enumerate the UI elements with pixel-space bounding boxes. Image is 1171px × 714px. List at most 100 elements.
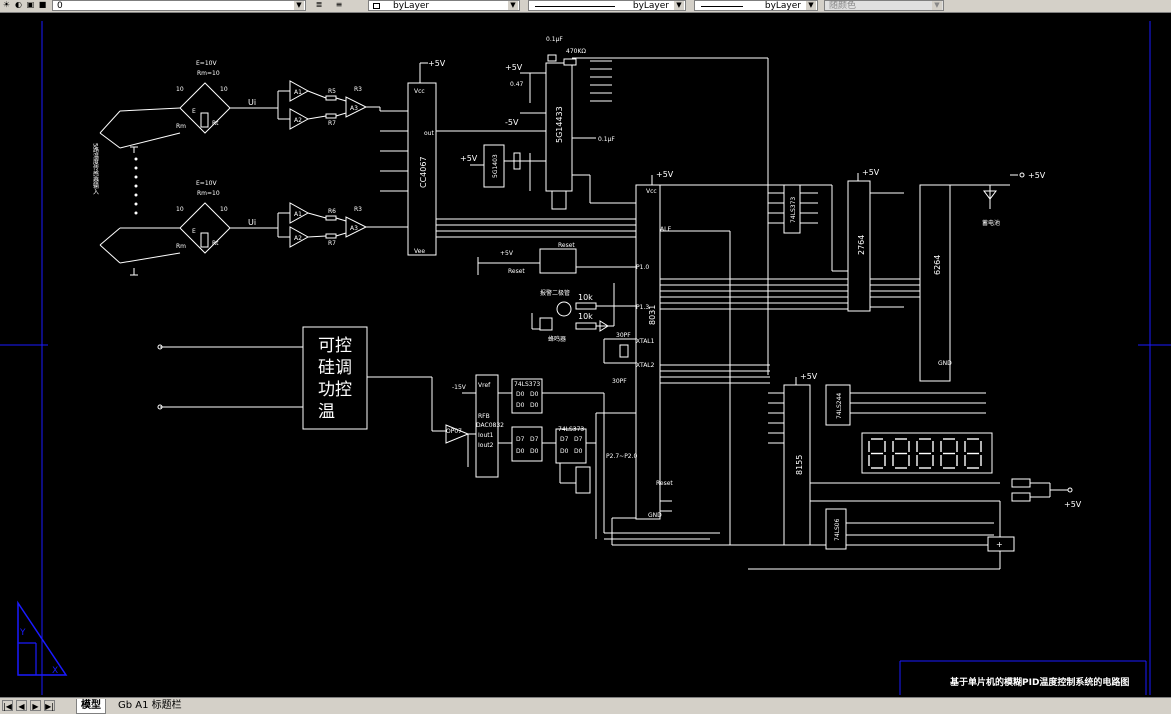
svg-text:E: E xyxy=(192,108,196,115)
svg-text:蓄电池: 蓄电池 xyxy=(982,219,1000,227)
svg-text:R3: R3 xyxy=(354,86,362,93)
svg-text:E: E xyxy=(192,228,196,235)
sun-icon[interactable]: ◐ xyxy=(15,0,22,9)
svg-text:+5V: +5V xyxy=(460,154,478,163)
chevron-down-icon[interactable]: ▼ xyxy=(674,1,684,10)
svg-text:8155: 8155 xyxy=(795,455,804,475)
svg-text:Vref: Vref xyxy=(478,382,491,389)
svg-text:74LS373: 74LS373 xyxy=(790,197,797,223)
svg-text:Reset: Reset xyxy=(558,242,575,249)
svg-text:10: 10 xyxy=(220,86,228,93)
scr-power-control: 可控 硅调 功控 温 xyxy=(157,326,433,431)
svg-text:+5V: +5V xyxy=(500,250,514,257)
sensor-channel-dots xyxy=(130,146,138,276)
svg-text:D0: D0 xyxy=(530,402,539,409)
svg-text:A3: A3 xyxy=(350,225,358,232)
tab-model[interactable]: 模型 xyxy=(76,699,106,714)
adc-5g14433: 5G14433 0.1μF 470KΩ +5V -5V 0.47 0.1μF xyxy=(505,36,769,375)
ucs-axis-icon: Y X xyxy=(17,600,68,676)
lineweight-dropdown[interactable]: byLayer ▼ xyxy=(694,0,818,11)
ram-6264: 6264 GND +5V 蓄电池 xyxy=(919,171,1046,382)
svg-text:报警二极管: 报警二极管 xyxy=(540,289,570,297)
svg-text:10k: 10k xyxy=(578,293,593,302)
properties-toolbar: ☀ ◐ ▣ ■ 0 ▼ ≣ ≡ byLayer ▼ byLayer ▼ byLa… xyxy=(0,0,1171,13)
color-dropdown[interactable]: byLayer ▼ xyxy=(368,0,520,11)
drawing-canvas[interactable]: 基于单片机的模糊PID温度控制系统的电路图 Y X E=10V Rm=10 10… xyxy=(0,13,1171,697)
svg-text:6264: 6264 xyxy=(933,255,942,275)
svg-text:R7: R7 xyxy=(328,240,336,247)
amplifier-stage-top: A1 A2 A3 R5 R7 R3 xyxy=(277,80,408,130)
svg-text:可控: 可控 xyxy=(318,336,352,356)
amplifier-stage-bottom: A1 A2 A3 R6 R7 R3 xyxy=(277,202,408,248)
reference-5g1403: 5G1403 +5V xyxy=(460,144,546,191)
svg-text:+5V: +5V xyxy=(1028,171,1046,180)
sensor-bridge-bottom: E=10V Rm=10 10 10 Rm Rt E Ui xyxy=(99,180,278,264)
color-swatch-icon xyxy=(373,3,380,9)
lightbulb-icon[interactable]: ☀ xyxy=(2,0,11,9)
svg-text:10: 10 xyxy=(220,206,228,213)
svg-text:470KΩ: 470KΩ xyxy=(566,48,586,55)
svg-text:蜂鸣器: 蜂鸣器 xyxy=(548,335,566,343)
first-tab-icon[interactable]: |◀ xyxy=(2,700,13,711)
prev-tab-icon[interactable]: ◀ xyxy=(16,700,27,711)
tab-layout-gb-a1[interactable]: Gb A1 标题栏 xyxy=(118,700,182,711)
svg-text:74LS06: 74LS06 xyxy=(834,518,841,541)
svg-text:P2.7~P2.0: P2.7~P2.0 xyxy=(606,453,638,460)
svg-text:Rm: Rm xyxy=(176,123,186,130)
color-value: byLayer xyxy=(393,1,430,11)
svg-text:OP07: OP07 xyxy=(446,428,462,435)
svg-text:R6: R6 xyxy=(328,208,336,215)
drawing-frame xyxy=(0,21,1171,695)
plotstyle-dropdown: 随颜色 ▼ xyxy=(824,0,944,11)
svg-text:+5V: +5V xyxy=(800,372,818,381)
svg-text:D0: D0 xyxy=(530,391,539,398)
chevron-down-icon[interactable]: ▼ xyxy=(294,1,304,10)
seven-segment-digit xyxy=(892,438,910,469)
svg-text:+5V: +5V xyxy=(862,168,880,177)
chevron-down-icon[interactable]: ▼ xyxy=(508,1,518,10)
svg-text:Rt: Rt xyxy=(212,240,219,247)
svg-text:+5V: +5V xyxy=(1064,500,1082,509)
svg-text:Y: Y xyxy=(19,628,26,638)
sensor-input-label: 5路温度传感器输入 xyxy=(92,143,99,195)
seven-segment-digit xyxy=(940,438,958,469)
layer-dropdown[interactable]: 0 ▼ xyxy=(52,0,306,11)
svg-text:out: out xyxy=(424,130,434,137)
svg-text:0.1μF: 0.1μF xyxy=(546,36,563,43)
svg-text:E=10V: E=10V xyxy=(196,60,217,67)
svg-text:5G14433: 5G14433 xyxy=(555,106,564,143)
svg-text:74LS373: 74LS373 xyxy=(558,426,584,433)
svg-text:0.1μF: 0.1μF xyxy=(598,136,615,143)
color-square-icon[interactable]: ■ xyxy=(38,0,47,9)
linetype-dropdown[interactable]: byLayer ▼ xyxy=(528,0,686,11)
lock-icon[interactable]: ▣ xyxy=(26,0,35,9)
linetype-value: byLayer xyxy=(632,1,669,11)
chevron-down-icon[interactable]: ▼ xyxy=(806,1,816,10)
svg-text:10: 10 xyxy=(176,86,184,93)
svg-text:XTAL2: XTAL2 xyxy=(636,362,655,369)
svg-text:Rm=10: Rm=10 xyxy=(197,70,220,77)
svg-text:2764: 2764 xyxy=(857,235,866,255)
svg-text:5G1403: 5G1403 xyxy=(492,154,499,178)
svg-text:D7: D7 xyxy=(560,436,569,443)
svg-text:D7: D7 xyxy=(530,436,539,443)
layer-manager-icon[interactable]: ≣ xyxy=(315,0,323,9)
svg-text:GND: GND xyxy=(648,512,662,519)
next-tab-icon[interactable]: ▶ xyxy=(30,700,41,711)
svg-text:74LS244: 74LS244 xyxy=(836,393,843,419)
svg-text:+5V: +5V xyxy=(428,59,446,68)
last-tab-icon[interactable]: ▶| xyxy=(44,700,55,711)
mux-cc4067: CC4067 Vcc Vee out +5V xyxy=(380,59,636,256)
layer-states-icon[interactable]: ≡ xyxy=(335,0,343,9)
svg-text:Ui: Ui xyxy=(248,98,256,107)
svg-text:D0: D0 xyxy=(516,448,525,455)
svg-text:D0: D0 xyxy=(560,448,569,455)
seven-segment-digit xyxy=(916,438,934,469)
plotstyle-value: 随颜色 xyxy=(829,1,857,11)
svg-text:Vcc: Vcc xyxy=(646,188,657,195)
sensor-bridge-top: E=10V Rm=10 10 10 Rm Rt E Ui xyxy=(99,60,278,149)
seven-segment-digit xyxy=(964,438,982,469)
svg-text:R3: R3 xyxy=(354,206,362,213)
svg-text:D0: D0 xyxy=(516,402,525,409)
lineweight-value: byLayer xyxy=(764,1,801,11)
